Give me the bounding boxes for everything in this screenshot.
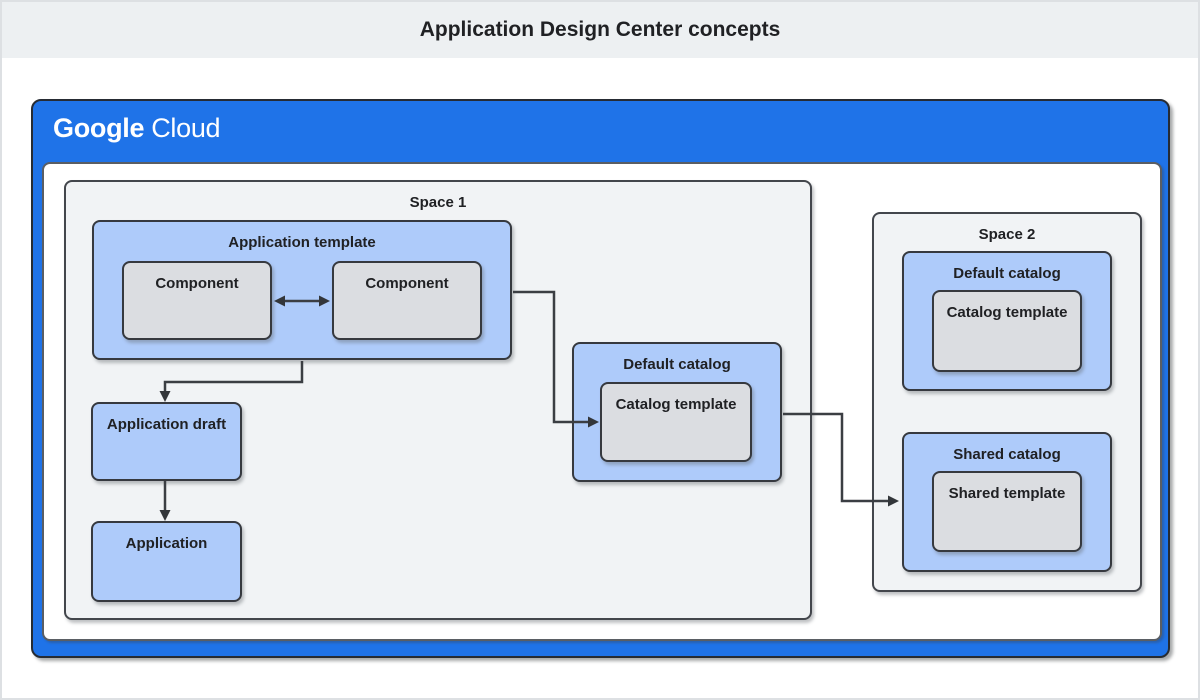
application-draft-box: Application draft	[91, 402, 242, 481]
application-template-label: Application template	[228, 234, 376, 251]
component-right-box: Component	[332, 261, 482, 340]
cloud-wordmark: Cloud	[151, 113, 221, 143]
google-wordmark: Google	[53, 113, 145, 143]
space1-label: Space 1	[409, 194, 467, 211]
space2-label: Space 2	[978, 226, 1036, 243]
shared-template-box: Shared template	[932, 471, 1082, 552]
application-draft-label: Application draft	[106, 416, 227, 433]
page-title: Application Design Center concepts	[419, 18, 781, 41]
component-left-label: Component	[155, 275, 239, 292]
application-label: Application	[125, 535, 208, 552]
space2-default-catalog-label: Default catalog	[953, 265, 1061, 282]
space2-catalog-template-box: Catalog template	[932, 290, 1082, 372]
space1-catalog-template-label: Catalog template	[615, 396, 737, 413]
space1-default-catalog-label: Default catalog	[623, 356, 731, 373]
shared-template-label: Shared template	[948, 485, 1066, 502]
header-strip: Application Design Center concepts	[2, 2, 1198, 58]
space1-catalog-template-box: Catalog template	[600, 382, 752, 462]
component-left-box: Component	[122, 261, 272, 340]
component-right-label: Component	[365, 275, 449, 292]
application-box: Application	[91, 521, 242, 602]
shared-catalog-label: Shared catalog	[953, 446, 1061, 463]
space2-catalog-template-label: Catalog template	[946, 304, 1068, 321]
